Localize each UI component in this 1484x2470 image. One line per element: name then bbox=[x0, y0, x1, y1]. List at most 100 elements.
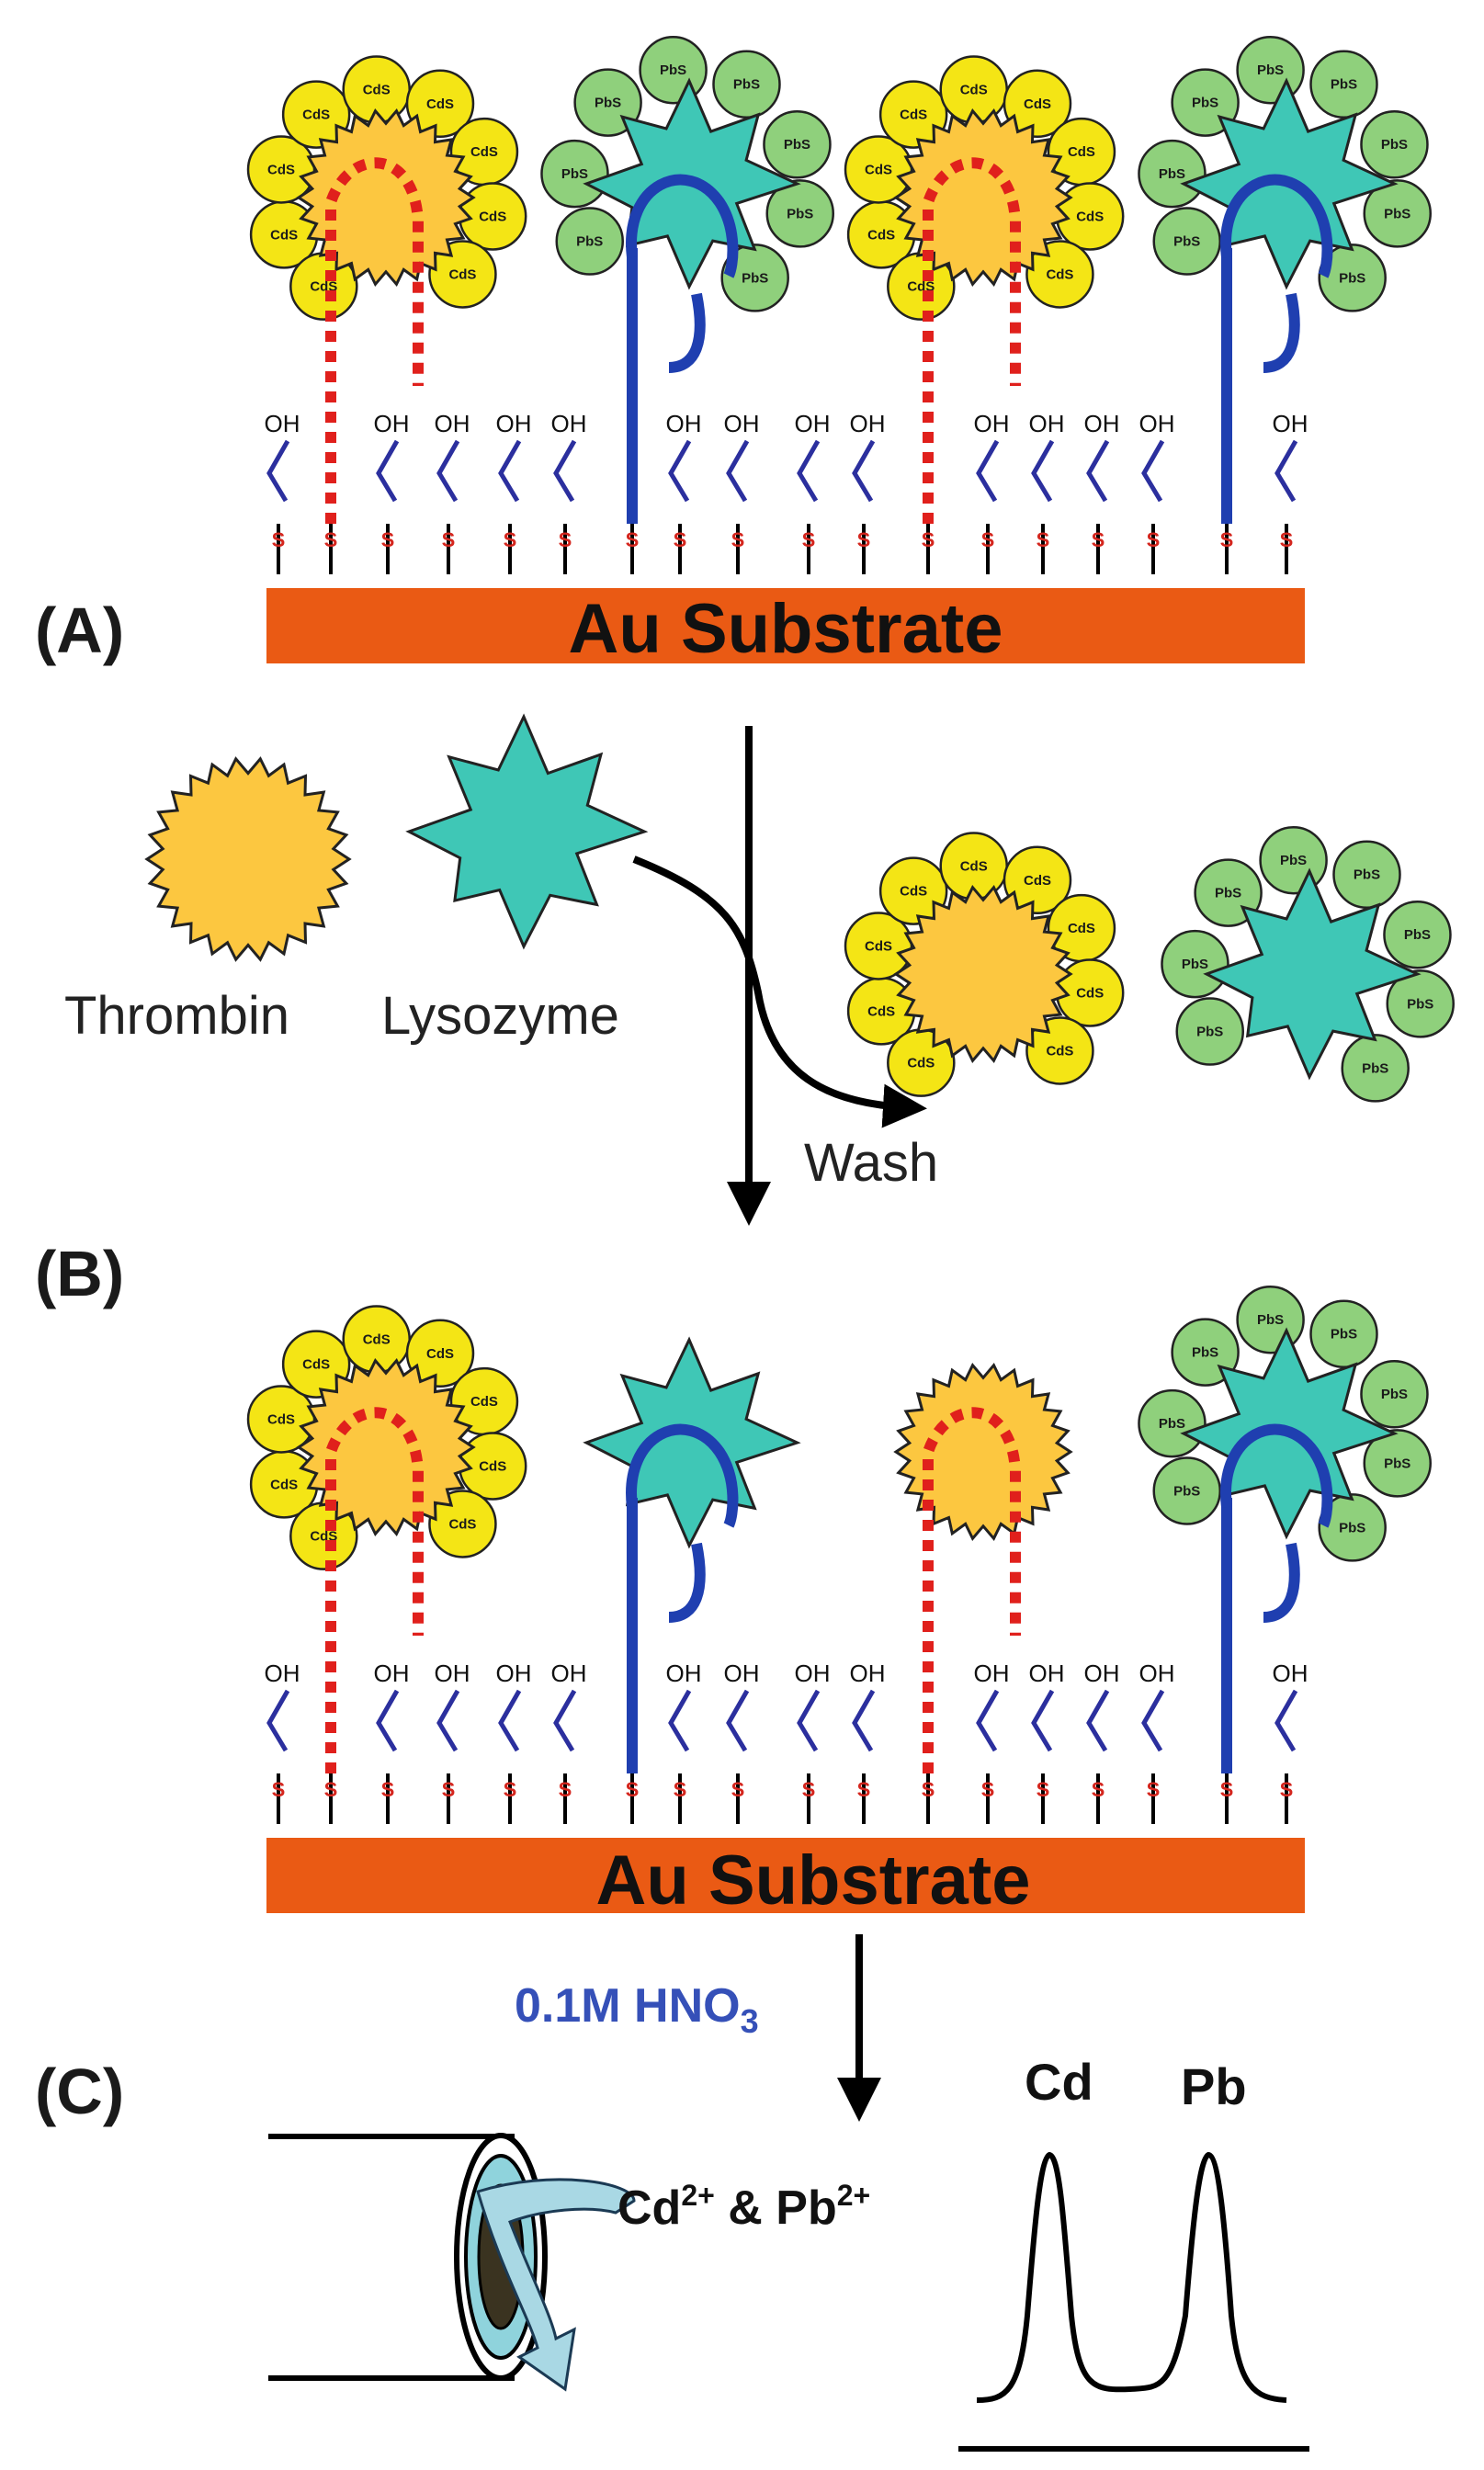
lysozyme-aptamer-loop bbox=[626, 1423, 739, 1528]
cds-nanoparticle bbox=[281, 1330, 351, 1399]
sulfur-label: S bbox=[559, 528, 572, 551]
cds-nanoparticle-label: CdS bbox=[865, 938, 892, 954]
cds-nanoparticle-label: CdS bbox=[426, 1346, 454, 1362]
hydroxyl-label: OH bbox=[666, 410, 702, 437]
alkyl-chain bbox=[976, 439, 1000, 503]
hydroxyl-label: OH bbox=[265, 410, 300, 437]
hydroxyl-label: OH bbox=[496, 410, 532, 437]
pbs-nanoparticle-label: PbS bbox=[576, 234, 603, 250]
pbs-nanoparticle bbox=[1386, 969, 1455, 1038]
sulfur-label: S bbox=[1037, 1778, 1050, 1801]
alkyl-chain bbox=[1274, 1689, 1298, 1752]
ions-label: Cd2+ & Pb2+ bbox=[617, 2179, 870, 2235]
thrombin-aptamer-strand bbox=[325, 1407, 424, 1773]
lysozyme-free bbox=[405, 713, 649, 950]
sulfur-label: S bbox=[1092, 1778, 1105, 1801]
sulfur-label: S bbox=[504, 1778, 517, 1801]
cds-nanoparticle bbox=[428, 1490, 497, 1558]
pbs-nanoparticle bbox=[1383, 900, 1452, 969]
thrombin-protein bbox=[893, 108, 1073, 288]
cds-nanoparticle bbox=[405, 69, 475, 139]
sulfur-label: S bbox=[802, 1778, 816, 1801]
lysozyme-bound-b1 bbox=[583, 1336, 801, 1549]
cds-nanoparticle bbox=[1003, 69, 1072, 139]
alkyl-chain bbox=[668, 1689, 692, 1752]
wash-label: Wash bbox=[804, 1133, 938, 1193]
pbs-nanoparticle-label: PbS bbox=[1192, 96, 1218, 111]
lysozyme-protein bbox=[1203, 867, 1422, 1081]
aptamer-lysozyme-b1 bbox=[626, 1423, 739, 1773]
pbs-nanoparticle bbox=[1360, 109, 1429, 179]
pbs-nanoparticle bbox=[1175, 997, 1244, 1066]
lysozyme-aptamer-loop bbox=[1220, 1423, 1333, 1528]
lysozyme-protein bbox=[583, 1336, 801, 1549]
pbs-nanoparticle-label: PbS bbox=[733, 77, 760, 93]
sulfur-label: S bbox=[922, 528, 935, 551]
hydroxyl-label: OH bbox=[974, 1660, 1010, 1687]
lysozyme-aptamer-loop bbox=[626, 174, 739, 278]
sulfur-label: S bbox=[626, 1778, 640, 1801]
pbs-nanoparticle bbox=[1138, 1388, 1206, 1458]
pbs-nanoparticle-label: PbS bbox=[1173, 1484, 1200, 1500]
hydroxyl-label: OH bbox=[724, 1660, 760, 1687]
sulfur-label: S bbox=[442, 528, 456, 551]
lysozyme-aptamer-tail bbox=[1263, 292, 1300, 373]
sulfur-label: S bbox=[857, 528, 871, 551]
hydroxyl-label: OH bbox=[1029, 410, 1065, 437]
pbs-nanoparticle-label: PbS bbox=[1381, 137, 1408, 153]
cds-nanoparticle-label: CdS bbox=[1024, 96, 1051, 112]
alkyl-chain bbox=[1274, 439, 1298, 503]
cds-nanoparticle-label: CdS bbox=[867, 227, 895, 243]
sulfur-label: S bbox=[626, 528, 640, 551]
alkyl-chain bbox=[498, 1689, 522, 1752]
electrode bbox=[268, 2133, 636, 2392]
cds-nanoparticle-label: CdS bbox=[302, 108, 330, 123]
thrombin-aptamer-strand bbox=[923, 157, 1021, 524]
aptamer-lysozyme-a2 bbox=[1220, 174, 1333, 524]
alkyl-chain bbox=[1086, 1689, 1110, 1752]
cds-nanoparticle-label: CdS bbox=[426, 96, 454, 112]
pbs-nanoparticle-label: PbS bbox=[1331, 1327, 1357, 1343]
alkyl-chain bbox=[726, 439, 750, 503]
hydroxyl-label: OH bbox=[374, 410, 410, 437]
sulfur-label: S bbox=[1280, 1778, 1294, 1801]
hydroxyl-label: OH bbox=[435, 1660, 470, 1687]
cds-nanoparticle-label: CdS bbox=[363, 82, 391, 97]
alkyl-chain bbox=[436, 439, 460, 503]
peak-label-pb: Pb bbox=[1181, 2057, 1247, 2115]
aptamer-lysozyme-b2 bbox=[1220, 1423, 1333, 1773]
cds-nanoparticle-label: CdS bbox=[1076, 209, 1104, 224]
pbs-nanoparticle-label: PbS bbox=[1196, 1025, 1223, 1040]
pbs-nanoparticle-label: PbS bbox=[1381, 1387, 1408, 1402]
pbs-nanoparticle-label: PbS bbox=[1331, 77, 1357, 93]
aptamer-thrombin-b2 bbox=[923, 1407, 1021, 1773]
pbs-nanoparticle-label: PbS bbox=[1257, 1312, 1284, 1328]
sulfur-label: S bbox=[857, 1778, 871, 1801]
sulfur-label: S bbox=[442, 1778, 456, 1801]
thrombin-aptamer-strand bbox=[923, 1407, 1021, 1773]
pbs-nanoparticle-label: PbS bbox=[1280, 853, 1307, 868]
pbs-nanoparticle bbox=[765, 179, 834, 248]
cds-nanoparticle-label: CdS bbox=[267, 162, 295, 177]
sulfur-label: S bbox=[324, 1778, 338, 1801]
hydroxyl-label: OH bbox=[1084, 1660, 1120, 1687]
pbs-nanoparticle-label: PbS bbox=[784, 137, 810, 153]
cds-nanoparticle-label: CdS bbox=[865, 162, 892, 177]
au-substrate-label-b: Au Substrate bbox=[596, 1841, 1031, 1920]
sulfur-label: S bbox=[272, 1778, 286, 1801]
acid-label: 0.1M HNO3 bbox=[515, 1979, 759, 2040]
pbs-nanoparticle-label: PbS bbox=[1339, 1520, 1365, 1535]
pbs-nanoparticle bbox=[1363, 179, 1432, 248]
cds-nanoparticle-label: CdS bbox=[1046, 266, 1073, 282]
alkyl-chain bbox=[668, 439, 692, 503]
cds-nanoparticle bbox=[1003, 845, 1072, 915]
pbs-nanoparticle bbox=[1138, 139, 1206, 209]
panel-label-a: (A) bbox=[35, 595, 124, 666]
alkyl-chain bbox=[1086, 439, 1110, 503]
pbs-nanoparticle bbox=[1152, 207, 1221, 276]
